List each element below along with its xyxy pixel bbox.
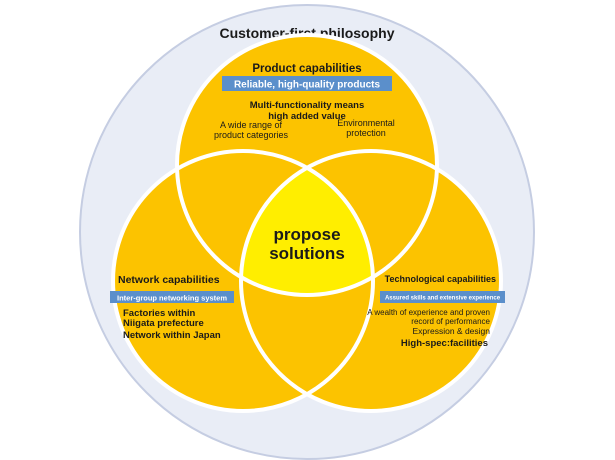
diagram-title: Customer-first philosophy bbox=[219, 25, 394, 41]
network-banner-label: Inter-group networking system bbox=[117, 294, 227, 303]
product-item-range-1: A wide range of bbox=[220, 120, 283, 130]
technology-heading: Technological capabilities bbox=[385, 274, 496, 284]
network-item-factories-2: Niigata prefecture bbox=[123, 318, 204, 329]
technology-item-design: Expression & design bbox=[413, 326, 491, 336]
product-item-environment-2: protection bbox=[346, 128, 386, 138]
network-item-japan: Network within Japan bbox=[123, 330, 221, 341]
technology-item-experience-2: record of performance bbox=[411, 317, 490, 326]
product-item-functionality-1: Multi-functionality means bbox=[250, 100, 365, 111]
technology-banner-label: Assured skills and extensive experience bbox=[385, 296, 501, 302]
network-circle-outline bbox=[111, 149, 375, 413]
product-item-range-2: product categories bbox=[214, 130, 289, 140]
product-circle-outline bbox=[175, 33, 439, 297]
product-banner-label: Reliable, high-quality products bbox=[234, 80, 381, 91]
center-label-line1: propose bbox=[273, 225, 340, 244]
product-banner bbox=[222, 76, 392, 91]
network-banner bbox=[110, 291, 234, 303]
technology-item-facilities: High-spec:facilities bbox=[401, 338, 488, 349]
product-heading: Product capabilities bbox=[252, 63, 361, 75]
technology-circle-outline bbox=[239, 149, 503, 413]
technology-banner bbox=[380, 291, 505, 303]
technology-item-experience-1: A wealth of experience and proven bbox=[367, 308, 490, 317]
center-label-line2: solutions bbox=[269, 244, 345, 263]
product-item-functionality-2: high added value bbox=[268, 111, 346, 122]
product-item-environment-1: Environmental bbox=[337, 118, 395, 128]
network-item-factories-1: Factories within bbox=[123, 308, 196, 319]
network-heading: Network capabilities bbox=[118, 274, 220, 286]
